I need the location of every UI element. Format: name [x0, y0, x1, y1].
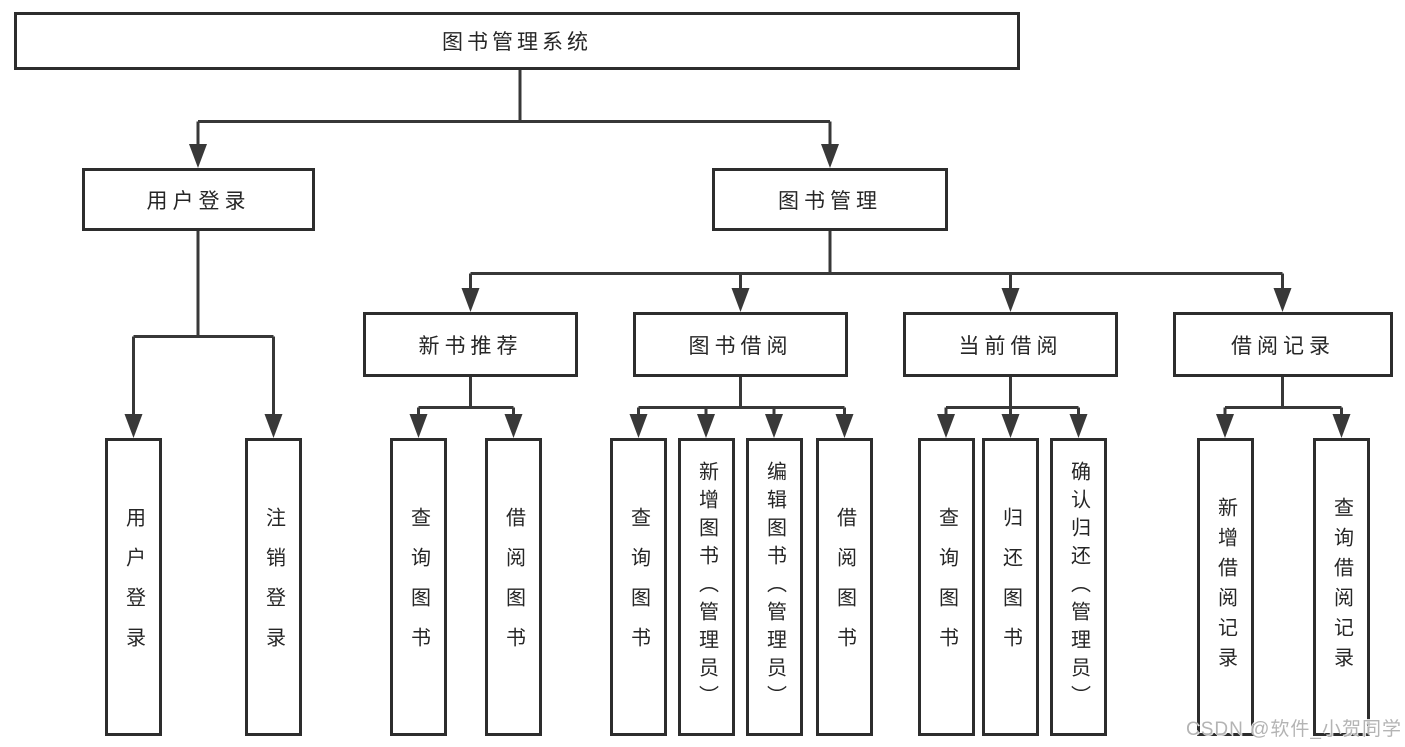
node-book-management: 图书管理 — [712, 168, 948, 231]
leaf-query-book-3-label: 查询图书 — [935, 507, 958, 667]
leaf-logout: 注销登录 — [245, 438, 302, 736]
node-borrow-records: 借阅记录 — [1173, 312, 1393, 377]
leaf-query-book-2-label: 查询图书 — [627, 507, 650, 667]
leaf-user-login: 用户登录 — [105, 438, 162, 736]
leaf-add-book-admin-label: 新增图书（管理员） — [695, 461, 718, 713]
node-user-login: 用户登录 — [82, 168, 315, 231]
leaf-query-borrow-record: 查询借阅记录 — [1313, 438, 1370, 736]
leaf-query-borrow-record-label: 查询借阅记录 — [1330, 497, 1353, 677]
node-current-borrow: 当前借阅 — [903, 312, 1118, 377]
leaf-add-book-admin: 新增图书（管理员） — [678, 438, 735, 736]
leaf-add-borrow-record-label: 新增借阅记录 — [1214, 497, 1237, 677]
leaf-confirm-return-admin-label: 确认归还（管理员） — [1067, 461, 1090, 713]
node-borrow-records-label: 借阅记录 — [1231, 334, 1335, 358]
csdn-watermark: CSDN @软件_小贺同学 — [1186, 719, 1402, 740]
leaf-query-book-2: 查询图书 — [610, 438, 667, 736]
leaf-return-book-label: 归还图书 — [999, 507, 1022, 667]
leaf-borrow-book-2-label: 借阅图书 — [833, 507, 856, 667]
leaf-borrow-book-2: 借阅图书 — [816, 438, 873, 736]
leaf-edit-book-admin: 编辑图书（管理员） — [746, 438, 803, 736]
leaf-borrow-book-1: 借阅图书 — [485, 438, 542, 736]
leaf-query-book-1-label: 查询图书 — [407, 507, 430, 667]
node-new-book-recommend-label: 新书推荐 — [418, 334, 523, 358]
node-current-borrow-label: 当前借阅 — [958, 334, 1063, 358]
node-book-borrow-label: 图书借阅 — [688, 334, 793, 358]
leaf-add-borrow-record: 新增借阅记录 — [1197, 438, 1254, 736]
leaf-logout-label: 注销登录 — [262, 507, 285, 667]
node-book-borrow: 图书借阅 — [633, 312, 848, 377]
node-user-login-label: 用户登录 — [146, 189, 251, 213]
leaf-query-book-3: 查询图书 — [918, 438, 975, 736]
leaf-edit-book-admin-label: 编辑图书（管理员） — [763, 461, 786, 713]
node-new-book-recommend: 新书推荐 — [363, 312, 578, 377]
leaf-return-book: 归还图书 — [982, 438, 1039, 736]
leaf-confirm-return-admin: 确认归还（管理员） — [1050, 438, 1107, 736]
leaf-borrow-book-1-label: 借阅图书 — [502, 507, 525, 667]
node-root-system: 图书管理系统 — [14, 12, 1020, 70]
leaf-query-book-1: 查询图书 — [390, 438, 447, 736]
leaf-user-login-label: 用户登录 — [122, 507, 145, 667]
node-root-system-label: 图书管理系统 — [442, 31, 592, 54]
node-book-management-label: 图书管理 — [778, 189, 882, 213]
